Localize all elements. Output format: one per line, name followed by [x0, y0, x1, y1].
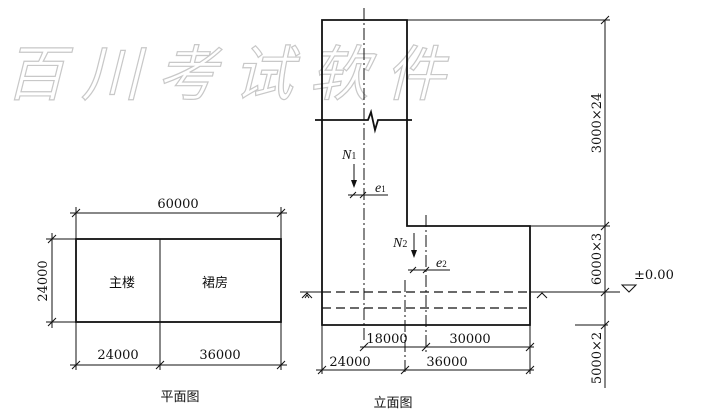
dim-24000: 24000	[329, 355, 370, 370]
plan-dim-depth: 24000	[36, 260, 51, 301]
tower-height-dim: 3000×24	[590, 93, 605, 154]
n1-label: N1	[341, 148, 356, 163]
dim-18000: 18000	[366, 332, 407, 347]
main-building-label: 主楼	[109, 276, 135, 291]
elevation-view: N1 e1 N2 e2 18000 30000 24000 36000 3000…	[300, 8, 674, 411]
plan-outline	[75, 238, 282, 323]
e2-label: e2	[436, 256, 447, 271]
plan-title: 平面图	[160, 390, 199, 405]
plan-dim-right: 36000	[199, 348, 240, 363]
podium-label: 裙房	[202, 275, 228, 291]
e1-label: e1	[375, 181, 386, 196]
ground-level-label: ±0.00	[634, 268, 674, 283]
level-marker-icon	[620, 284, 638, 293]
podium-height-dim: 6000×3	[590, 233, 605, 285]
n2-label: N2	[392, 236, 407, 251]
watermark: 百川考试软件	[5, 40, 450, 110]
dim-30000: 30000	[449, 332, 490, 347]
break-line	[315, 108, 412, 134]
elevation-title: 立面图	[373, 396, 412, 411]
plan-dim-overall: 60000	[157, 197, 198, 212]
plan-dim-left: 24000	[97, 348, 138, 363]
plan-view: 60000 24000 24000 36000 主楼 裙房 平面图	[36, 197, 287, 405]
dim-36000: 36000	[426, 355, 467, 370]
basement-depth-dim: 5000×2	[590, 332, 605, 384]
